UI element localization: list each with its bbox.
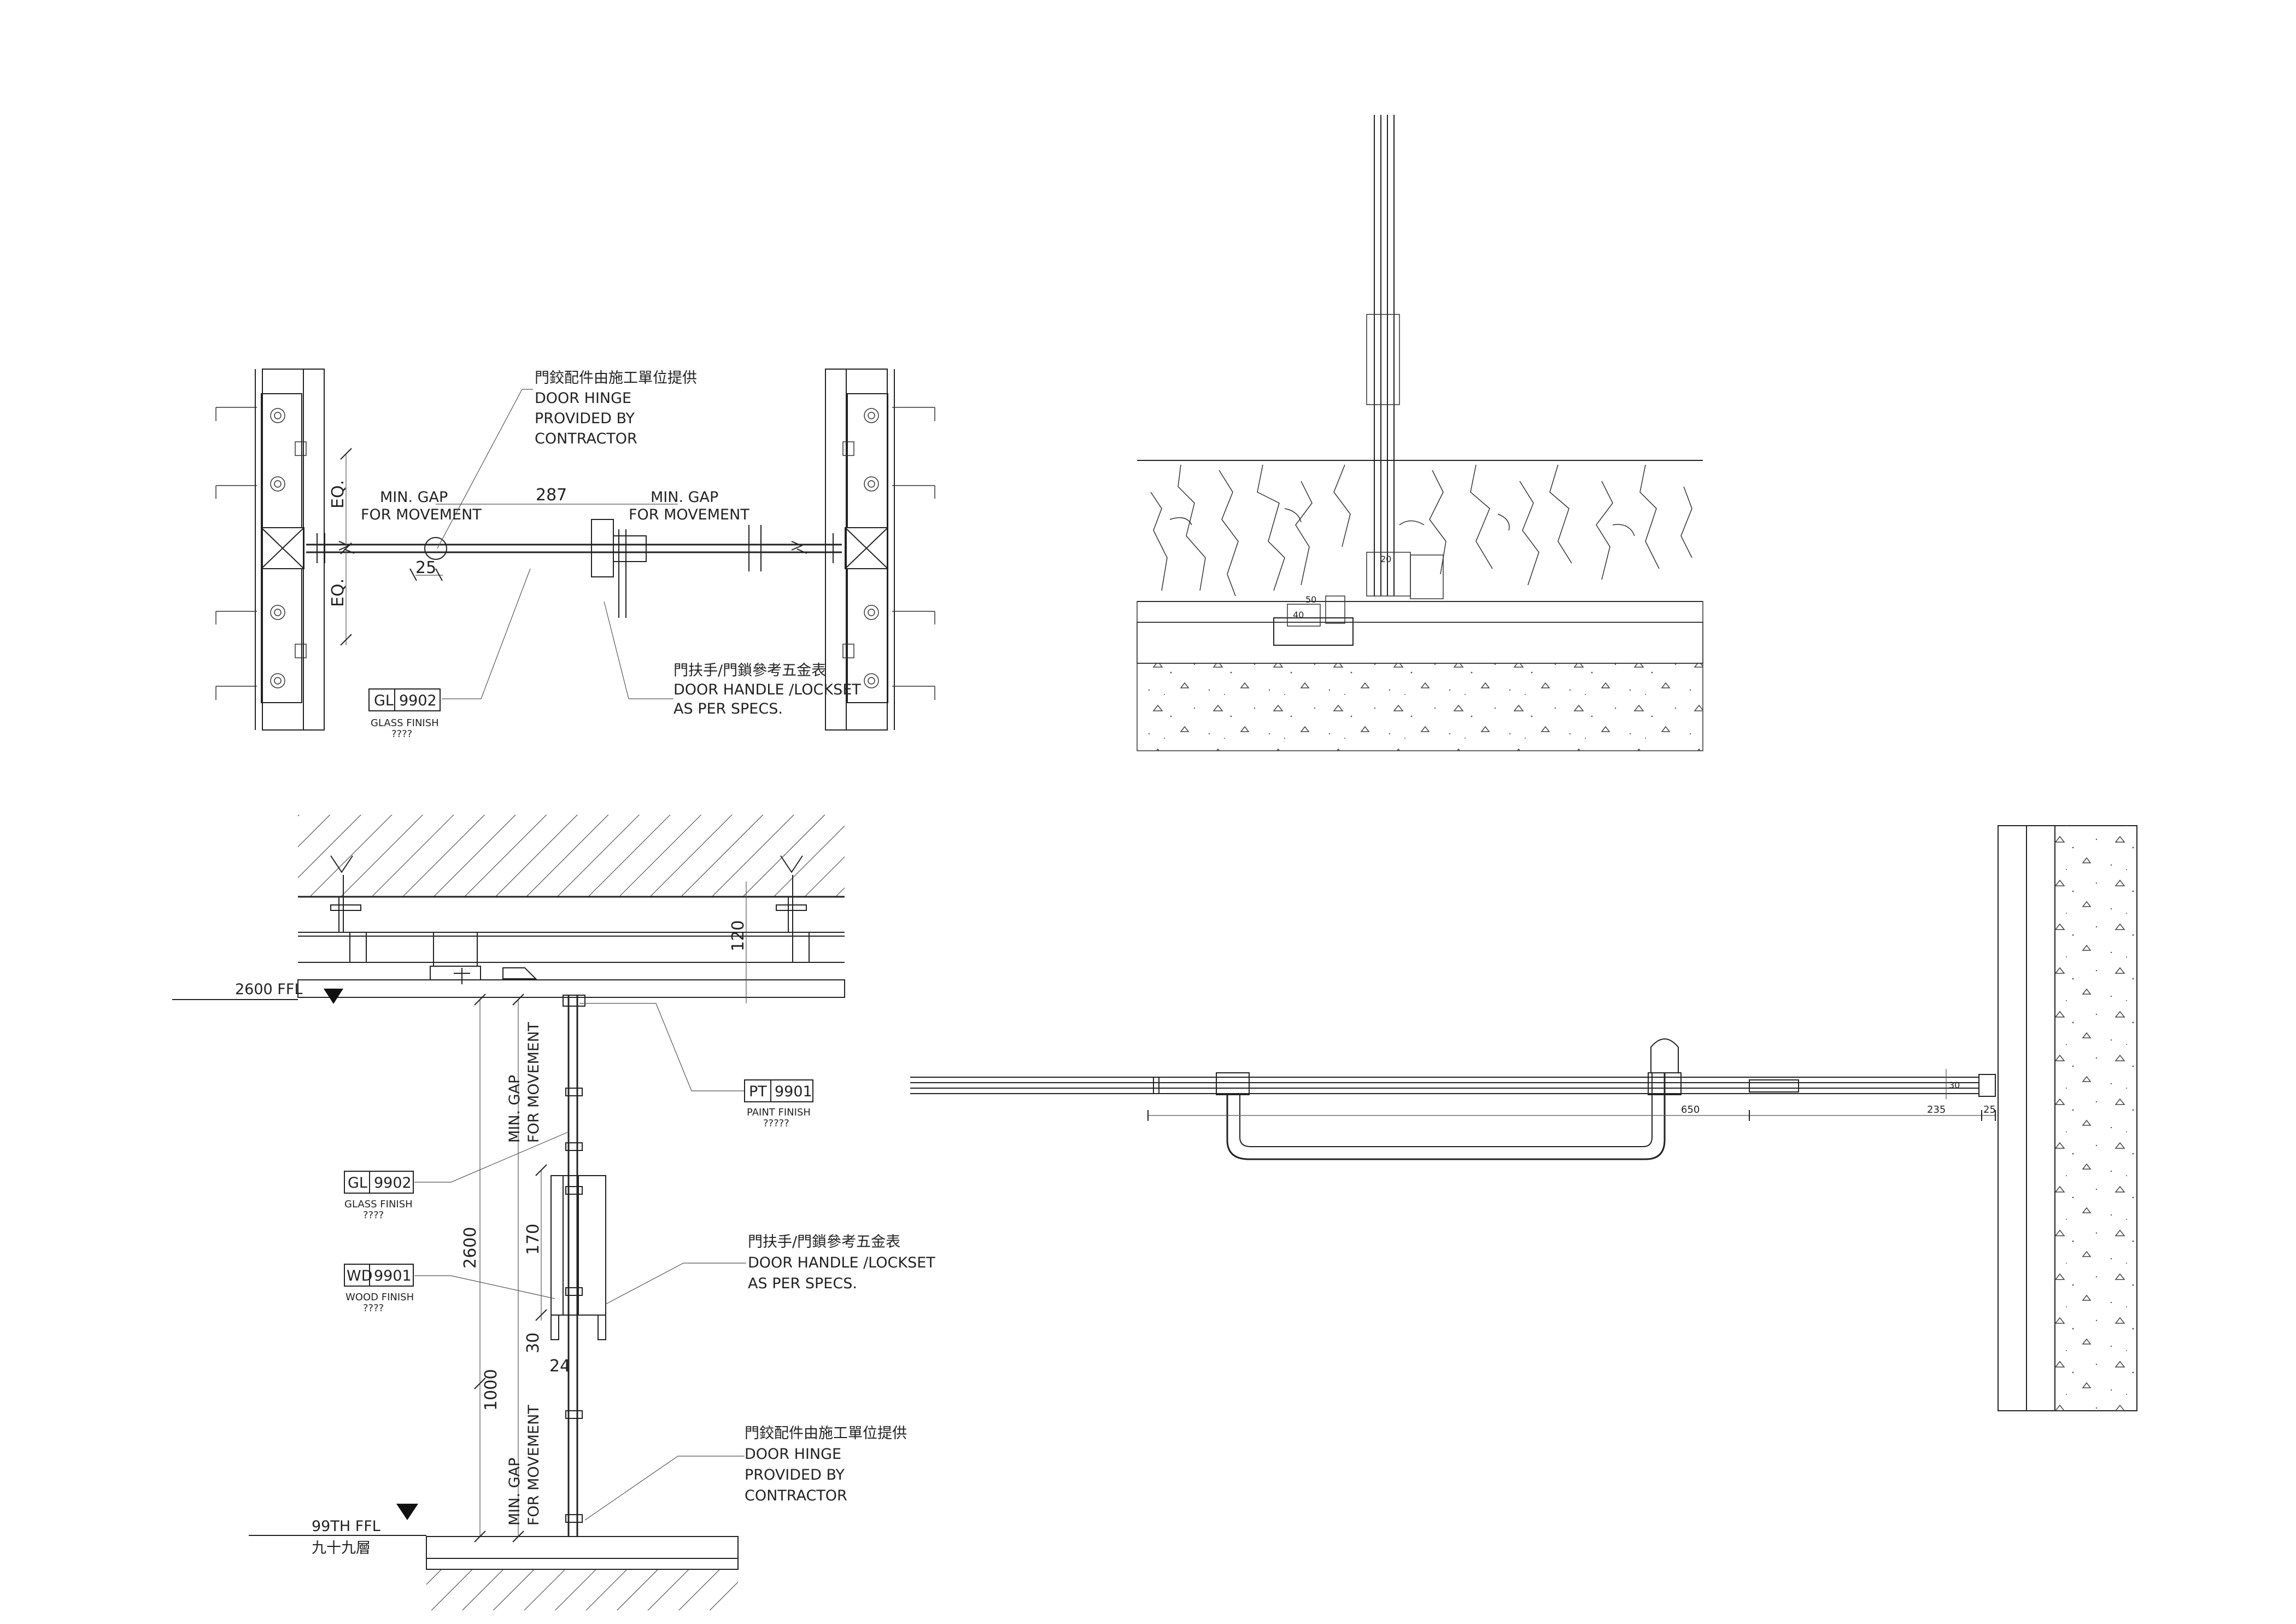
elev-glass-tag-code: GL — [348, 1175, 367, 1191]
handle-plan-detail: 650 235 25 30 — [910, 825, 2137, 1411]
pull-handle — [1226, 1073, 1666, 1160]
eq-top-label: EQ. — [329, 480, 348, 509]
wood-tag-box — [344, 1264, 414, 1287]
lockset-plate — [591, 519, 614, 577]
dim-30-plan: 30 — [1949, 1080, 1960, 1090]
dim-25: 25 — [415, 558, 436, 577]
hinge-note-line1: DOOR HINGE — [535, 390, 631, 407]
hinge-note-line3: CONTRACTOR — [535, 430, 637, 447]
door-elevation-section: 2600 FFL 120 99TH FFL 九十九層 — [172, 815, 935, 1610]
hinge-note-cn: 門鉸配件由施工單位提供 — [535, 370, 697, 387]
dim-2600: 2600 — [461, 1227, 480, 1269]
wood-tag-code: WD — [347, 1267, 373, 1284]
elev-glass-tag-number: 9902 — [374, 1175, 412, 1191]
glass-tag-number: 9902 — [399, 692, 437, 709]
glass-tag-box — [368, 688, 441, 711]
gap-left-line2: FOR MOVEMENT — [361, 506, 482, 523]
dim-1000: 1000 — [482, 1369, 501, 1411]
elev-gap-top-line1: MIN. GAP — [506, 1075, 523, 1143]
handle-note-cn: 門扶手/門鎖參考五金表 — [673, 662, 826, 679]
elev-gap-top-line2: FOR MOVEMENT — [525, 1022, 542, 1143]
level-bottom-label: 99TH FFL — [312, 1518, 380, 1535]
handle-note-line2: AS PER SPECS. — [673, 700, 783, 717]
paint-tag-sub: ????? — [763, 1118, 789, 1129]
ceiling-slab — [298, 815, 845, 897]
gap-right-line1: MIN. GAP — [651, 489, 718, 506]
elev-glass-tag-sub: ???? — [363, 1210, 384, 1221]
handle-note-line1: DOOR HANDLE /LOCKSET — [673, 681, 861, 698]
elev-glass-tag-label: GLASS FINISH — [344, 1199, 413, 1210]
paint-tag-box — [744, 1079, 813, 1102]
glass-tag-code: GL — [374, 692, 394, 709]
elev-hinge-note-cn: 門鉸配件由施工單位提供 — [745, 1425, 907, 1442]
glass-tag-sub: ???? — [391, 728, 412, 740]
left-wall-hatch — [303, 369, 325, 731]
glass-tag-label: GLASS FINISH — [371, 717, 439, 729]
dim-235: 235 — [1927, 1104, 1946, 1115]
dim-24: 24 — [549, 1357, 570, 1376]
elev-hinge-note-line2: PROVIDED BY — [745, 1467, 845, 1483]
paint-tag-number: 9901 — [775, 1083, 812, 1100]
dim-50: 50 — [1305, 594, 1316, 605]
elev-handle-note-line1: DOOR HANDLE /LOCKSET — [748, 1254, 935, 1271]
dim-170: 170 — [524, 1224, 543, 1255]
dim-120: 120 — [729, 920, 748, 951]
dim-25-plan: 25 — [1983, 1104, 1996, 1115]
elev-glass-tag-box — [344, 1171, 414, 1194]
stone-cracks — [1150, 464, 1692, 597]
level-marker-top — [324, 989, 343, 1004]
hinge-icon — [424, 537, 447, 560]
floor-name-label: 九十九層 — [312, 1540, 371, 1557]
floor-slab — [426, 1536, 739, 1570]
dim-650: 650 — [1681, 1104, 1700, 1115]
paint-tag-label: PAINT FINISH — [747, 1107, 811, 1118]
level-top-label: 2600 FFL — [235, 981, 302, 998]
elev-hinge-note-line3: CONTRACTOR — [745, 1487, 847, 1504]
door-closer — [433, 932, 478, 967]
wood-tag-sub: ???? — [363, 1302, 384, 1314]
dim-30: 30 — [524, 1333, 543, 1353]
gap-left-line1: MIN. GAP — [380, 489, 448, 506]
right-wall-hatch — [825, 369, 847, 731]
dim-287: 287 — [536, 486, 567, 505]
wood-tag-number: 9901 — [374, 1267, 412, 1284]
elev-handle-note-line2: AS PER SPECS. — [748, 1275, 857, 1292]
door-plan-detail: EQ. EQ. 287 25 MIN. GAP FOR MOVEMENT MIN… — [215, 369, 935, 740]
wall-finish — [1998, 825, 2027, 1411]
elev-handle-note-cn: 門扶手/門鎖參考五金表 — [748, 1234, 900, 1251]
elev-gap-bottom-line2: FOR MOVEMENT — [525, 1405, 542, 1526]
dim-20: 20 — [1380, 554, 1391, 564]
level-marker-bottom — [396, 1504, 418, 1520]
gap-right-line2: FOR MOVEMENT — [629, 506, 749, 523]
paint-tag-code: PT — [749, 1083, 767, 1100]
elev-gap-bottom-line1: MIN. GAP — [506, 1458, 523, 1526]
dim-40: 40 — [1293, 610, 1304, 620]
wood-tag-label: WOOD FINISH — [345, 1292, 414, 1303]
floor-section-detail: 50 40 20 — [1137, 115, 1703, 751]
hinge-note-line2: PROVIDED BY — [535, 410, 635, 427]
elev-hinge-note-line1: DOOR HINGE — [745, 1446, 841, 1463]
eq-bottom-label: EQ. — [329, 579, 348, 607]
